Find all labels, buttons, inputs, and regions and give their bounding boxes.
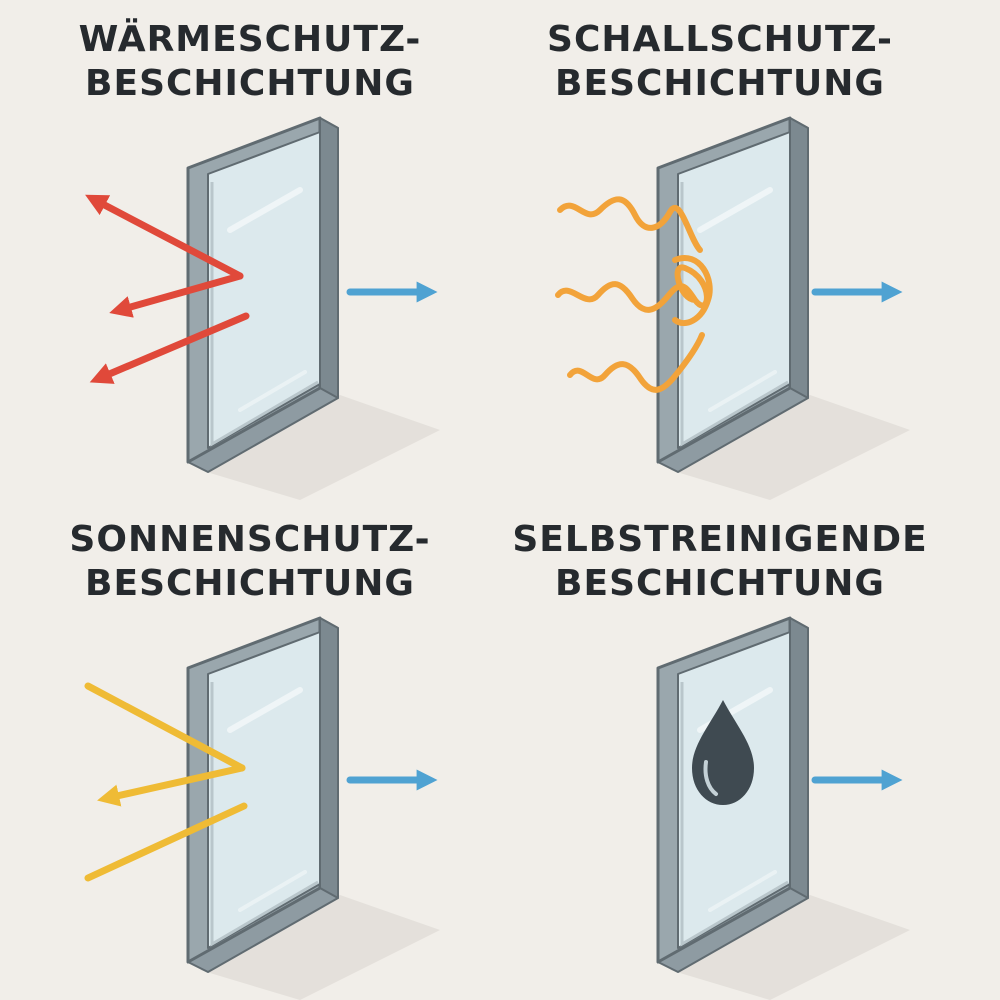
water-drop-icon xyxy=(692,700,754,805)
panel-title: WÄRMESCHUTZ- BESCHICHTUNG xyxy=(0,18,500,106)
window-pane xyxy=(658,618,910,1000)
window-diagram xyxy=(470,500,970,1000)
title-line-2: BESCHICHTUNG xyxy=(555,563,885,604)
panel-title: SONNENSCHUTZ- BESCHICHTUNG xyxy=(0,518,500,606)
title-line-1: WÄRMESCHUTZ- xyxy=(78,19,422,60)
title-line-2: BESCHICHTUNG xyxy=(85,63,415,104)
sun-reflection-arrows-icon xyxy=(84,682,248,882)
window-diagram xyxy=(555,0,970,500)
title-line-2: BESCHICHTUNG xyxy=(85,563,415,604)
panel-title: SCHALLSCHUTZ- BESCHICHTUNG xyxy=(470,18,970,106)
title-line-1: SELBSTREINIGENDE xyxy=(512,519,928,560)
title-line-2: BESCHICHTUNG xyxy=(555,63,885,104)
window-pane xyxy=(188,618,440,1000)
panel-waermeschutz: WÄRMESCHUTZ- BESCHICHTUNG xyxy=(0,0,500,500)
window-diagram xyxy=(85,0,500,500)
panel-sonnenschutz: SONNENSCHUTZ- BESCHICHTUNG xyxy=(0,500,500,1000)
window-pane xyxy=(658,118,910,500)
heat-reflection-arrows-icon xyxy=(85,194,250,384)
panel-schallschutz: SCHALLSCHUTZ- BESCHICHTUNG xyxy=(470,0,970,500)
panel-title: SELBSTREINIGENDE BESCHICHTUNG xyxy=(470,518,970,606)
title-line-1: SONNENSCHUTZ- xyxy=(69,519,431,560)
title-line-1: SCHALLSCHUTZ- xyxy=(547,19,893,60)
panel-selbstreinigend: SELBSTREINIGENDE BESCHICHTUNG xyxy=(470,500,970,1000)
window-diagram xyxy=(84,500,500,1000)
window-pane xyxy=(188,118,440,500)
sound-wave-lines-icon xyxy=(555,196,713,393)
